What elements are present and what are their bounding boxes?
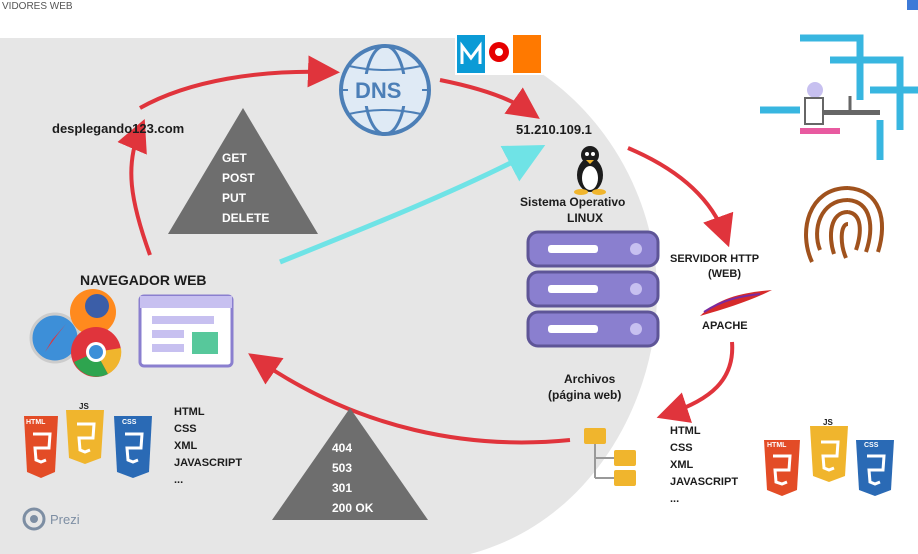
fingerprint-icon (804, 186, 884, 263)
apache-label: APACHE (702, 320, 748, 332)
linux-penguin-icon (574, 146, 606, 195)
arrow-browser-to-ip (279, 145, 546, 265)
apache-feather-icon (700, 290, 772, 316)
html-badge-label-right: HTML (767, 442, 787, 449)
browser-window-icon (138, 294, 234, 368)
pipes-illustration (760, 34, 918, 160)
os-label-line1: Sistema Operativo (520, 195, 626, 209)
arrow-domain-to-dns (139, 55, 340, 110)
http-server-label-line1: SERVIDOR HTTP (670, 253, 760, 265)
client-file-types: HTML CSS XML JAVASCRIPT ... (174, 404, 242, 489)
js-badge-label-left: JS (79, 402, 89, 411)
firefox-icon (70, 289, 116, 335)
server-rack-icon (526, 230, 660, 348)
arrow-browser-to-domain (117, 118, 152, 256)
status-code-item: 301 (332, 481, 353, 495)
css-badge-icon-left (114, 416, 152, 478)
file-type-item: HTML (670, 425, 701, 437)
files-label-line2: (página web) (548, 388, 622, 402)
folder-tree-icon (584, 428, 636, 486)
arrow-apache-to-files (656, 341, 735, 423)
status-triangle (272, 408, 428, 520)
arrow-dns-to-ip (439, 78, 540, 119)
dns-globe-icon (339, 44, 431, 136)
file-type-item: ... (174, 474, 184, 486)
method-item: POST (222, 171, 255, 185)
browser-label: NAVEGADOR WEB (80, 272, 207, 288)
status-code-item: 404 (332, 441, 353, 455)
prezi-logo-icon (22, 507, 46, 531)
html-badge-label-left: HTML (26, 419, 46, 426)
js-badge-icon-left (66, 410, 104, 464)
file-type-item: JAVASCRIPT (174, 457, 243, 469)
developer-at-desk-icon (800, 82, 880, 134)
file-type-item: ... (670, 493, 680, 505)
arrow-files-to-browser (248, 353, 571, 445)
file-type-item: HTML (174, 406, 205, 418)
header-title: VIDORES WEB (2, 1, 73, 12)
js-badge-label-right: JS (823, 418, 833, 427)
os-label-line2: LINUX (567, 211, 603, 225)
css-badge-label-left: CSS (122, 419, 137, 426)
methods-triangle (168, 108, 318, 234)
method-item: PUT (222, 191, 246, 205)
method-item: GET (222, 151, 247, 165)
js-badge-icon-right (810, 426, 848, 482)
status-code-item: 503 (332, 461, 353, 475)
status-code-item: 200 OK (332, 501, 374, 515)
file-type-item: CSS (670, 442, 693, 454)
domain-label: desplegando123.com (52, 121, 185, 136)
background-shape (0, 38, 658, 554)
method-item: DELETE (222, 211, 270, 225)
server-file-types: HTML CSS XML JAVASCRIPT ... (670, 423, 738, 508)
http-methods-list: GET POST PUT DELETE (222, 148, 269, 228)
corner-icon (907, 0, 918, 10)
prezi-logo-text: Prezi (50, 512, 80, 527)
html-badge-icon-right (764, 440, 800, 496)
http-server-label-line2: (WEB) (708, 268, 741, 280)
status-codes-list: 404 503 301 200 OK (332, 438, 373, 518)
css-badge-label-right: CSS (864, 442, 879, 449)
files-label-line1: Archivos (564, 372, 616, 386)
chrome-icon (71, 327, 122, 377)
html-badge-icon-left (24, 416, 58, 478)
ip-address-label: 51.210.109.1 (516, 122, 592, 137)
file-type-item: XML (670, 459, 694, 471)
file-type-item: JAVASCRIPT (670, 476, 739, 488)
isp-logo (455, 33, 543, 75)
dns-label: DNS (355, 78, 402, 103)
file-type-item: XML (174, 440, 198, 452)
css-badge-icon-right (856, 440, 894, 496)
arrow-ip-to-http (627, 146, 734, 248)
file-type-item: CSS (174, 423, 197, 435)
